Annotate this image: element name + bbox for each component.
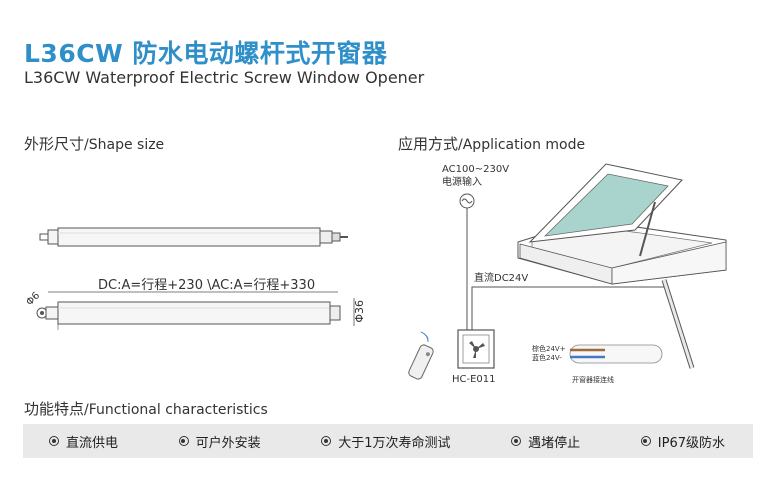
shape-size-drawing: DC:A=行程+230 \AC:A=行程+330 Φ6 Φ36 (24, 227, 366, 330)
wire-blue-label: 蓝色24V- (532, 353, 562, 362)
shape-size-heading: 外形尺寸/Shape size (24, 133, 164, 154)
dimension-label: DC:A=行程+230 \AC:A=行程+330 (98, 278, 315, 293)
functional-heading-en: /Functional characteristics (84, 402, 268, 418)
bullet-icon (321, 436, 332, 446)
feature-label: 直流供电 (66, 435, 119, 451)
functional-characteristics-heading: 功能特点/Functional characteristics (24, 398, 268, 419)
feature-item: 大于1万次寿命测试 (321, 432, 451, 451)
feature-item: 可户外安装 (178, 432, 261, 451)
feature-label: IP67级防水 (657, 435, 725, 451)
dc-wire (471, 286, 668, 330)
bullet-icon (640, 436, 651, 446)
shape-size-heading-en: /Shape size (84, 137, 165, 153)
feature-label: 遇堵停止 (528, 435, 581, 451)
feature-item: IP67级防水 (640, 432, 725, 451)
bullet-icon (49, 436, 59, 446)
application-mode-drawing: AC100~230V 电源输入 直流DC24V HC-E011 棕色24V+ 蓝… (408, 163, 727, 385)
actuator-bottom-view (36, 301, 341, 330)
application-mode-heading-en: /Application mode (458, 137, 586, 153)
actuator-top-view (39, 227, 348, 247)
page-subtitle: L36CW Waterproof Electric Screw Window O… (24, 68, 425, 87)
controller-model-label: HC-E011 (452, 374, 496, 385)
bullet-icon (511, 436, 522, 446)
wire-cable-icon (569, 344, 663, 364)
wire-brown-label: 棕色24V+ (532, 344, 566, 353)
feature-label: 可户外安装 (195, 435, 261, 451)
feature-label: 大于1万次寿命测试 (338, 435, 451, 451)
page-title: L36CW 防水电动螺杆式开窗器 (24, 39, 388, 68)
power-input-label-cn: 电源输入 (442, 175, 482, 188)
dc-voltage-label: 直流DC24V (474, 271, 528, 284)
functional-heading-cn: 功能特点 (24, 400, 85, 418)
feature-item: 直流供电 (49, 432, 118, 451)
remote-control-icon (408, 331, 434, 380)
wire-caption: 开窗器接连线 (572, 375, 614, 384)
power-input-label: AC100~230V (442, 164, 509, 175)
window-illustration (517, 163, 727, 369)
diameter-label: Φ36 (353, 300, 366, 323)
feature-bar: 直流供电 可户外安装 大于1万次寿命测试 遇堵停止 IP67级防水 (23, 424, 753, 458)
application-mode-heading: 应用方式/Application mode (398, 133, 585, 154)
application-mode-heading-cn: 应用方式 (398, 135, 459, 153)
shape-size-heading-cn: 外形尺寸 (24, 135, 85, 153)
feature-item: 遇堵停止 (511, 432, 580, 451)
hole-diameter-label: Φ6 (24, 290, 42, 308)
bullet-icon (178, 436, 189, 446)
